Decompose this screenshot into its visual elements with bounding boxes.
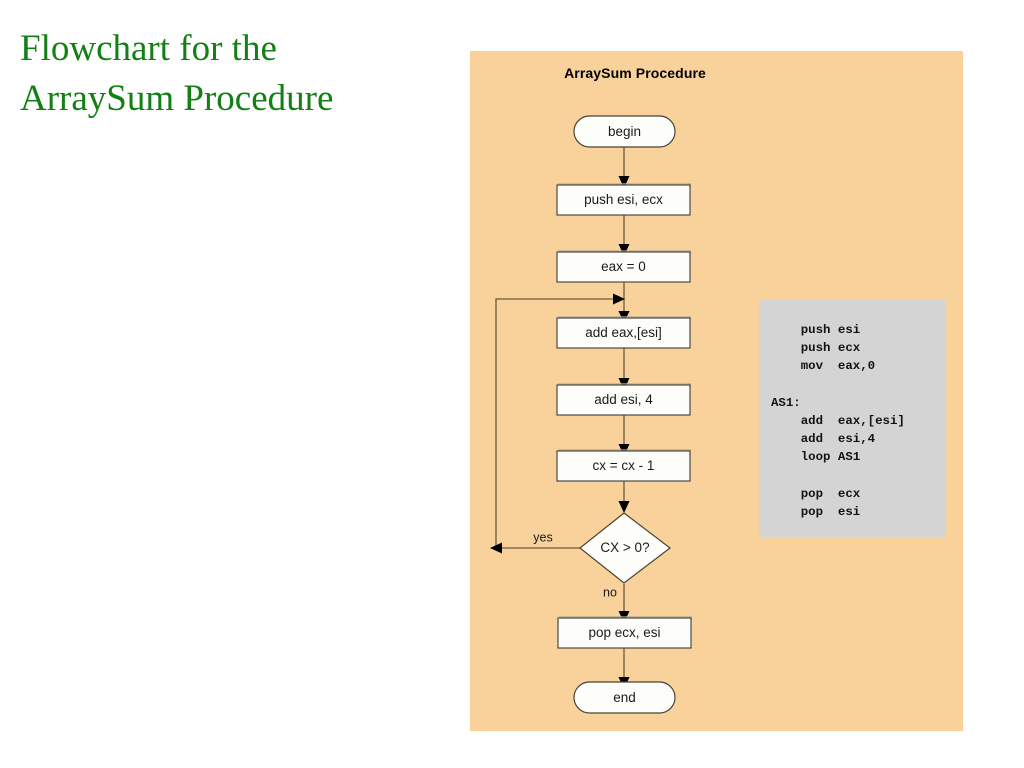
node-cxtest-label: CX > 0? xyxy=(600,540,649,555)
node-begin-label: begin xyxy=(608,124,641,139)
edge-label-no: no xyxy=(603,585,617,599)
edge-push-eax0 xyxy=(618,215,630,256)
node-end-label: end xyxy=(613,690,636,705)
node-eax0-label: eax = 0 xyxy=(601,259,646,274)
flowchart-panel: ArraySum Procedure xyxy=(470,51,963,731)
flowchart-diagram: yes no begin push esi, ecx eax = 0 xyxy=(490,115,692,714)
code-listing-panel: push esi push ecx mov eax,0 AS1: add eax… xyxy=(759,299,945,537)
edge-label-yes: yes xyxy=(533,530,552,544)
node-cxdec-label: cx = cx - 1 xyxy=(593,458,655,473)
node-end[interactable]: end xyxy=(573,681,676,714)
node-push-label: push esi, ecx xyxy=(584,192,663,207)
edge-cxtest-addeax-yes: yes xyxy=(490,293,625,554)
node-addeax-label: add eax,[esi] xyxy=(585,325,662,340)
node-push-esi-ecx[interactable]: push esi, ecx xyxy=(556,183,691,216)
flowchart-heading: ArraySum Procedure xyxy=(564,65,706,81)
edge-cxdec-cxtest xyxy=(618,481,630,513)
node-add-eax-esi[interactable]: add eax,[esi] xyxy=(556,316,691,349)
edge-begin-push xyxy=(618,147,630,188)
node-cx-test-decision[interactable]: CX > 0? xyxy=(579,512,671,584)
node-eax-zero[interactable]: eax = 0 xyxy=(556,250,691,283)
page-title: Flowchart for the ArraySum Procedure xyxy=(20,28,334,119)
node-cx-decrement[interactable]: cx = cx - 1 xyxy=(556,449,691,482)
assembly-code-listing: push esi push ecx mov eax,0 AS1: add eax… xyxy=(771,323,905,520)
node-begin[interactable]: begin xyxy=(573,115,676,148)
node-pop-ecx-esi[interactable]: pop ecx, esi xyxy=(557,616,692,649)
node-add-esi-4[interactable]: add esi, 4 xyxy=(556,383,691,416)
node-pop-label: pop ecx, esi xyxy=(588,625,660,640)
node-addesi-label: add esi, 4 xyxy=(594,392,653,407)
